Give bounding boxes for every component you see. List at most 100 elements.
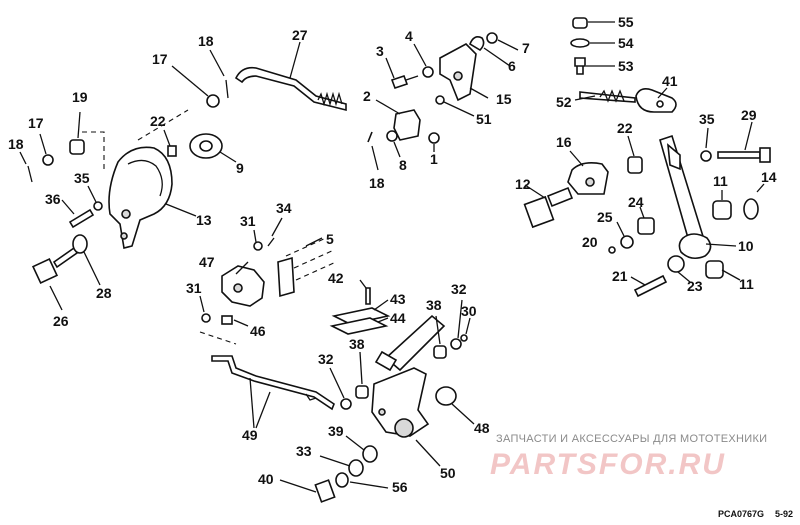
part-25-nut	[620, 235, 634, 249]
part-2-block	[393, 109, 421, 141]
callout-47: 47	[199, 254, 215, 270]
callout-35-left: 35	[74, 170, 90, 186]
callout-50: 50	[440, 465, 456, 481]
part-26-bolt-head	[31, 257, 59, 285]
callout-7: 7	[522, 40, 530, 56]
callout-43: 43	[390, 291, 406, 307]
callout-31-lower: 31	[186, 280, 202, 296]
part-41-link	[635, 88, 677, 113]
part-23-washer	[667, 255, 685, 273]
part-47-bracket	[221, 265, 265, 307]
part-28-washer	[72, 234, 88, 254]
callout-17-left: 17	[28, 115, 44, 131]
part-31-nut-upper	[253, 241, 263, 251]
callout-15: 15	[496, 91, 512, 107]
part-43-plate	[331, 307, 391, 325]
part-32-washer-lower	[340, 398, 352, 410]
callout-11-upper: 11	[713, 173, 728, 189]
part-41-pin	[656, 100, 664, 108]
callout-19: 19	[72, 89, 88, 105]
callout-25: 25	[597, 209, 613, 225]
callout-53: 53	[618, 58, 634, 74]
part-30-nut	[460, 334, 468, 342]
part-24-spacer	[637, 217, 655, 235]
callout-4: 4	[405, 28, 413, 44]
part-3-bolt-head	[390, 74, 409, 90]
callout-36: 36	[45, 191, 61, 207]
part-15-hole	[453, 71, 463, 81]
part-36-bolt	[68, 208, 95, 229]
figure-footer: PCA0767G 5-92	[718, 509, 793, 519]
callout-23: 23	[687, 278, 703, 294]
callout-51: 51	[476, 111, 492, 127]
part-29-head	[759, 147, 771, 163]
part-12-head	[523, 195, 555, 229]
callout-29: 29	[741, 107, 757, 123]
part-13-hole-lower	[120, 232, 128, 240]
callout-40: 40	[258, 471, 274, 487]
part-19-nut	[69, 139, 85, 155]
part-13-lever	[108, 146, 173, 249]
part-50-hole	[378, 408, 386, 416]
callout-48: 48	[474, 420, 490, 436]
lever-13-assembly	[19, 109, 237, 311]
callout-44: 44	[390, 310, 406, 326]
watermark-logo: PARTSFOR.RU	[490, 448, 726, 481]
part-52-rod	[579, 91, 636, 103]
callout-52: 52	[556, 94, 572, 110]
callout-38-lower: 38	[349, 336, 365, 352]
part-50-bore	[394, 418, 414, 438]
plate-43-44-assembly	[329, 279, 391, 335]
part-33-washer	[348, 459, 364, 477]
part-21-stud	[633, 274, 668, 298]
callout-32-upper: 32	[451, 281, 467, 297]
callout-30: 30	[461, 303, 477, 319]
figure-code: PCA0767G	[718, 509, 764, 519]
callout-1: 1	[430, 151, 438, 167]
part-17-washer-top	[206, 94, 220, 108]
part-35-washer	[700, 150, 712, 162]
part-11-nut-lower	[705, 260, 724, 279]
part-38-bushing-upper	[433, 345, 447, 359]
callout-13: 13	[196, 212, 212, 228]
part-16-hole	[585, 177, 595, 187]
part-51-nut	[435, 95, 445, 105]
callout-3: 3	[376, 43, 384, 59]
callout-22-right: 22	[617, 120, 633, 136]
rod-27-assembly	[171, 41, 347, 112]
callout-41: 41	[662, 73, 678, 89]
callout-24: 24	[628, 194, 644, 210]
callout-31-upper: 31	[240, 213, 256, 229]
part-8-washer	[386, 130, 398, 142]
callout-6: 6	[508, 58, 516, 74]
part-56-washer	[335, 472, 349, 488]
part-32-washer-upper	[450, 338, 462, 350]
part-31-nut-lower	[201, 313, 211, 323]
callout-12: 12	[515, 176, 531, 192]
callout-18-top: 18	[198, 33, 214, 49]
part-10-hub	[678, 233, 712, 260]
part-49-rod	[211, 355, 335, 411]
center-top-assembly	[367, 32, 519, 171]
part-22-bushing	[627, 156, 643, 174]
part-12-shank	[546, 186, 574, 208]
callout-2: 2	[363, 88, 371, 104]
part-54-washer	[570, 38, 590, 48]
part-26-bolt-shank	[52, 246, 79, 269]
part-22-pin-left	[167, 145, 177, 157]
part-50-body	[371, 367, 430, 437]
callout-39: 39	[328, 423, 344, 439]
part-18-pin	[367, 131, 373, 143]
callout-14: 14	[761, 169, 777, 185]
part-5-plate	[277, 256, 295, 298]
part-29-bolt	[717, 151, 761, 159]
callout-17-top: 17	[152, 51, 168, 67]
part-50-handle-upper	[384, 314, 446, 372]
callout-numbers: 55 54 53 41 52 35 29 16 22 12 11 14 24 2…	[8, 14, 777, 495]
part-48-washer	[435, 386, 457, 406]
part-40-bolt-head	[314, 479, 336, 503]
right-lever-assembly	[523, 17, 771, 298]
part-9-washer-bore	[199, 140, 213, 152]
part-47-hole	[233, 283, 243, 293]
